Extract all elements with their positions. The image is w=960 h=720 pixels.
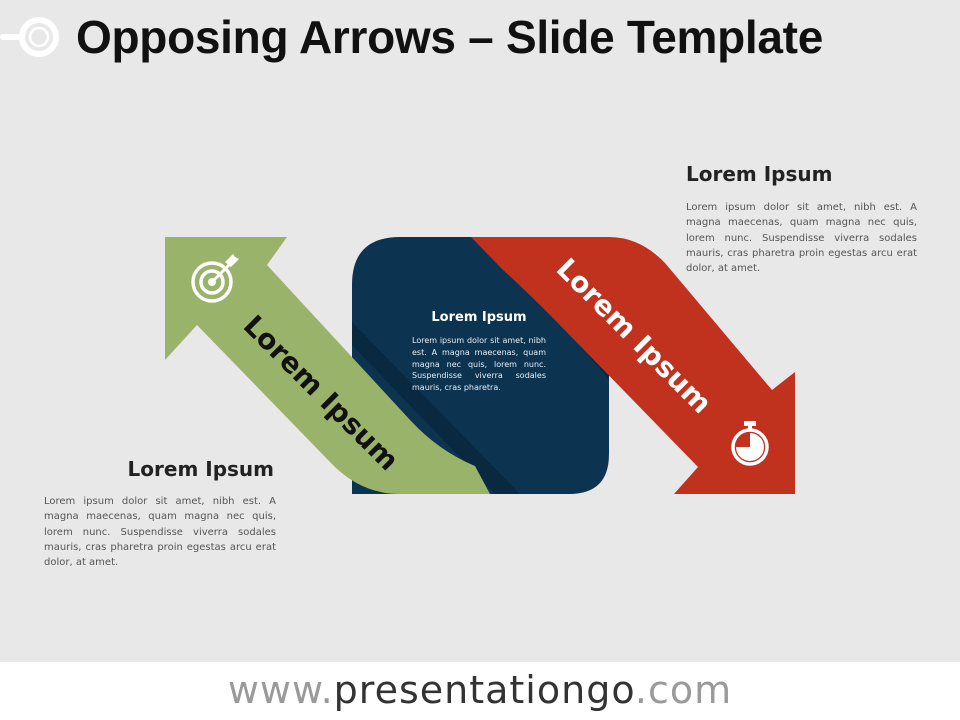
top-right-heading: Lorem Ipsum bbox=[686, 162, 833, 186]
center-box-shadow-left bbox=[352, 322, 520, 494]
green-arrow bbox=[165, 237, 490, 494]
stopwatch-icon bbox=[731, 421, 769, 466]
opposing-arrows-diagram: Lorem Ipsum Lorem Ipsum bbox=[165, 237, 795, 494]
target-icon bbox=[191, 254, 239, 303]
bottom-left-heading: Lorem Ipsum bbox=[127, 457, 274, 481]
footer: www.presentationgo.com bbox=[0, 662, 960, 720]
footer-url-www: www. bbox=[227, 668, 334, 712]
footer-url-brand: presentationgo bbox=[333, 668, 635, 712]
center-box-body: Lorem ipsum dolor sit amet, nibh est. A … bbox=[412, 336, 546, 393]
center-box-heading: Lorem Ipsum bbox=[431, 310, 527, 325]
top-right-body: Lorem ipsum dolor sit amet, nibh est. A … bbox=[686, 202, 917, 275]
page-title: Opposing Arrows – Slide Template bbox=[76, 11, 823, 63]
footer-url[interactable]: www.presentationgo.com bbox=[0, 668, 960, 712]
bottom-left-body: Lorem ipsum dolor sit amet, nibh est. A … bbox=[44, 496, 276, 569]
footer-url-tld: .com bbox=[634, 668, 733, 712]
logo-icon bbox=[0, 17, 59, 57]
red-arrow bbox=[471, 237, 795, 494]
